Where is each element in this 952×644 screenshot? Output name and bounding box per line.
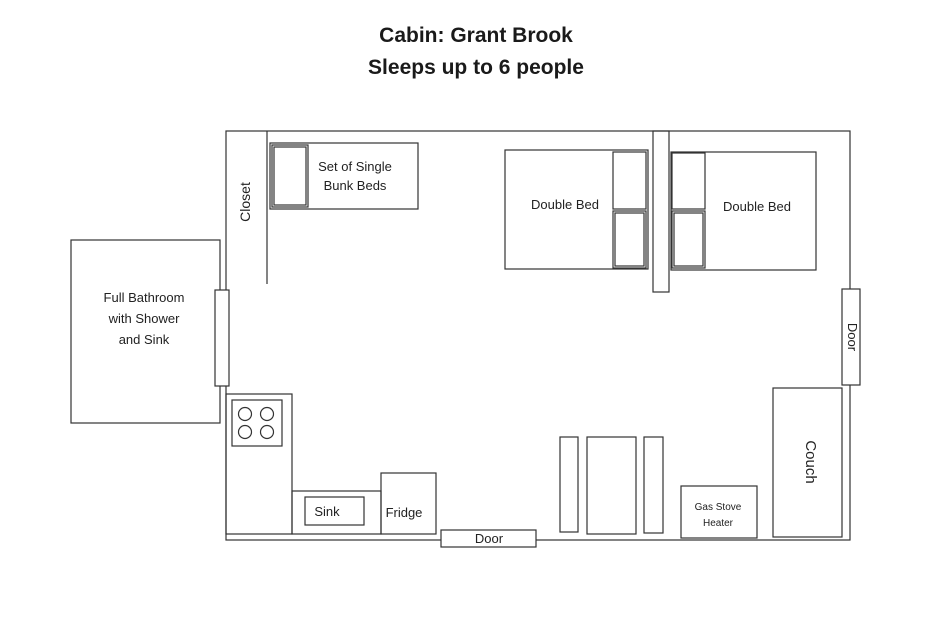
double-bed-right-label: Double Bed (723, 199, 791, 214)
double-bed-right: Double Bed (670, 151, 817, 271)
gas-stove-heater: Gas Stove Heater (680, 485, 758, 539)
couch-label: Couch (802, 440, 819, 483)
bathroom-door (214, 289, 230, 387)
couch: Couch (772, 387, 843, 538)
bathroom-label-line3: and Sink (119, 332, 170, 347)
bathroom-label-line2: with Shower (108, 311, 180, 326)
kitchen-counter (225, 393, 293, 535)
heater-label-line2: Heater (703, 518, 734, 529)
burner-icon (259, 406, 275, 422)
sink-label: Sink (314, 504, 340, 519)
bathroom: Full Bathroom with Shower and Sink (70, 239, 230, 424)
page-subtitle: Sleeps up to 6 people (368, 56, 584, 79)
stovetop (231, 399, 283, 447)
sink-counter: Sink (291, 490, 382, 535)
burner-icon (237, 424, 253, 440)
dining-table (559, 436, 664, 535)
burner-icon (237, 406, 253, 422)
partition-wall (652, 130, 670, 293)
bench-right (643, 436, 664, 534)
page-title: Cabin: Grant Brook (379, 24, 573, 47)
fridge-label: Fridge (386, 505, 423, 520)
table (586, 436, 637, 535)
bunk-beds-label-line2: Bunk Beds (324, 178, 387, 193)
burner-icon (259, 424, 275, 440)
bench-left (559, 436, 579, 533)
right-door-label: Door (845, 323, 860, 352)
bottom-door (440, 529, 537, 548)
heater-label-line1: Gas Stove (695, 502, 742, 513)
bottom-door-label: Door (475, 531, 504, 546)
bathroom-label-line1: Full Bathroom (104, 290, 185, 305)
cabin-outer-wall (225, 130, 851, 541)
closet-label: Closet (237, 182, 253, 222)
sink (304, 496, 365, 526)
right-door (841, 288, 861, 386)
double-bed-left: Double Bed (504, 149, 649, 270)
double-bed-left-label: Double Bed (531, 197, 599, 212)
bunk-beds: Set of Single Bunk Beds (269, 142, 419, 210)
bunk-beds-label-line1: Set of Single (318, 159, 392, 174)
fridge: Fridge (380, 472, 437, 535)
